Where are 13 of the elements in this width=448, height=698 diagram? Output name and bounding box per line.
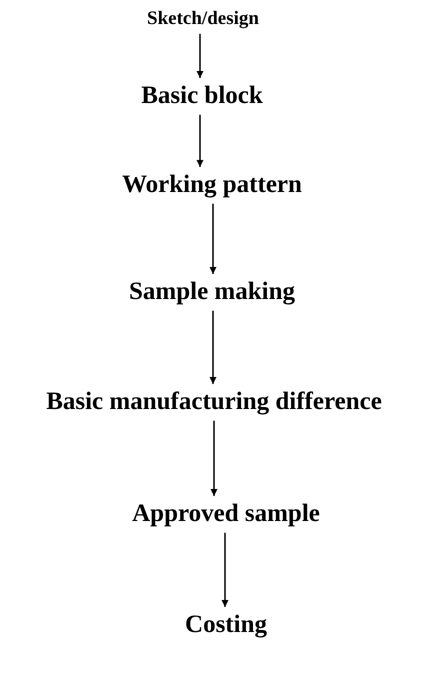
arrow <box>210 420 218 496</box>
arrow <box>210 310 216 384</box>
step-label: Sketch/design <box>147 8 259 30</box>
arrow <box>196 114 204 167</box>
arrow <box>196 34 204 78</box>
step-label: Sample making <box>129 278 295 307</box>
arrow <box>222 532 228 607</box>
step-label: Costing <box>185 611 267 640</box>
step-label: Basic manufacturing difference <box>46 388 382 417</box>
step-label: Working pattern <box>122 171 302 200</box>
step-label: Basic block <box>141 82 263 111</box>
step-label: Approved sample <box>132 500 320 529</box>
arrow <box>210 204 216 274</box>
